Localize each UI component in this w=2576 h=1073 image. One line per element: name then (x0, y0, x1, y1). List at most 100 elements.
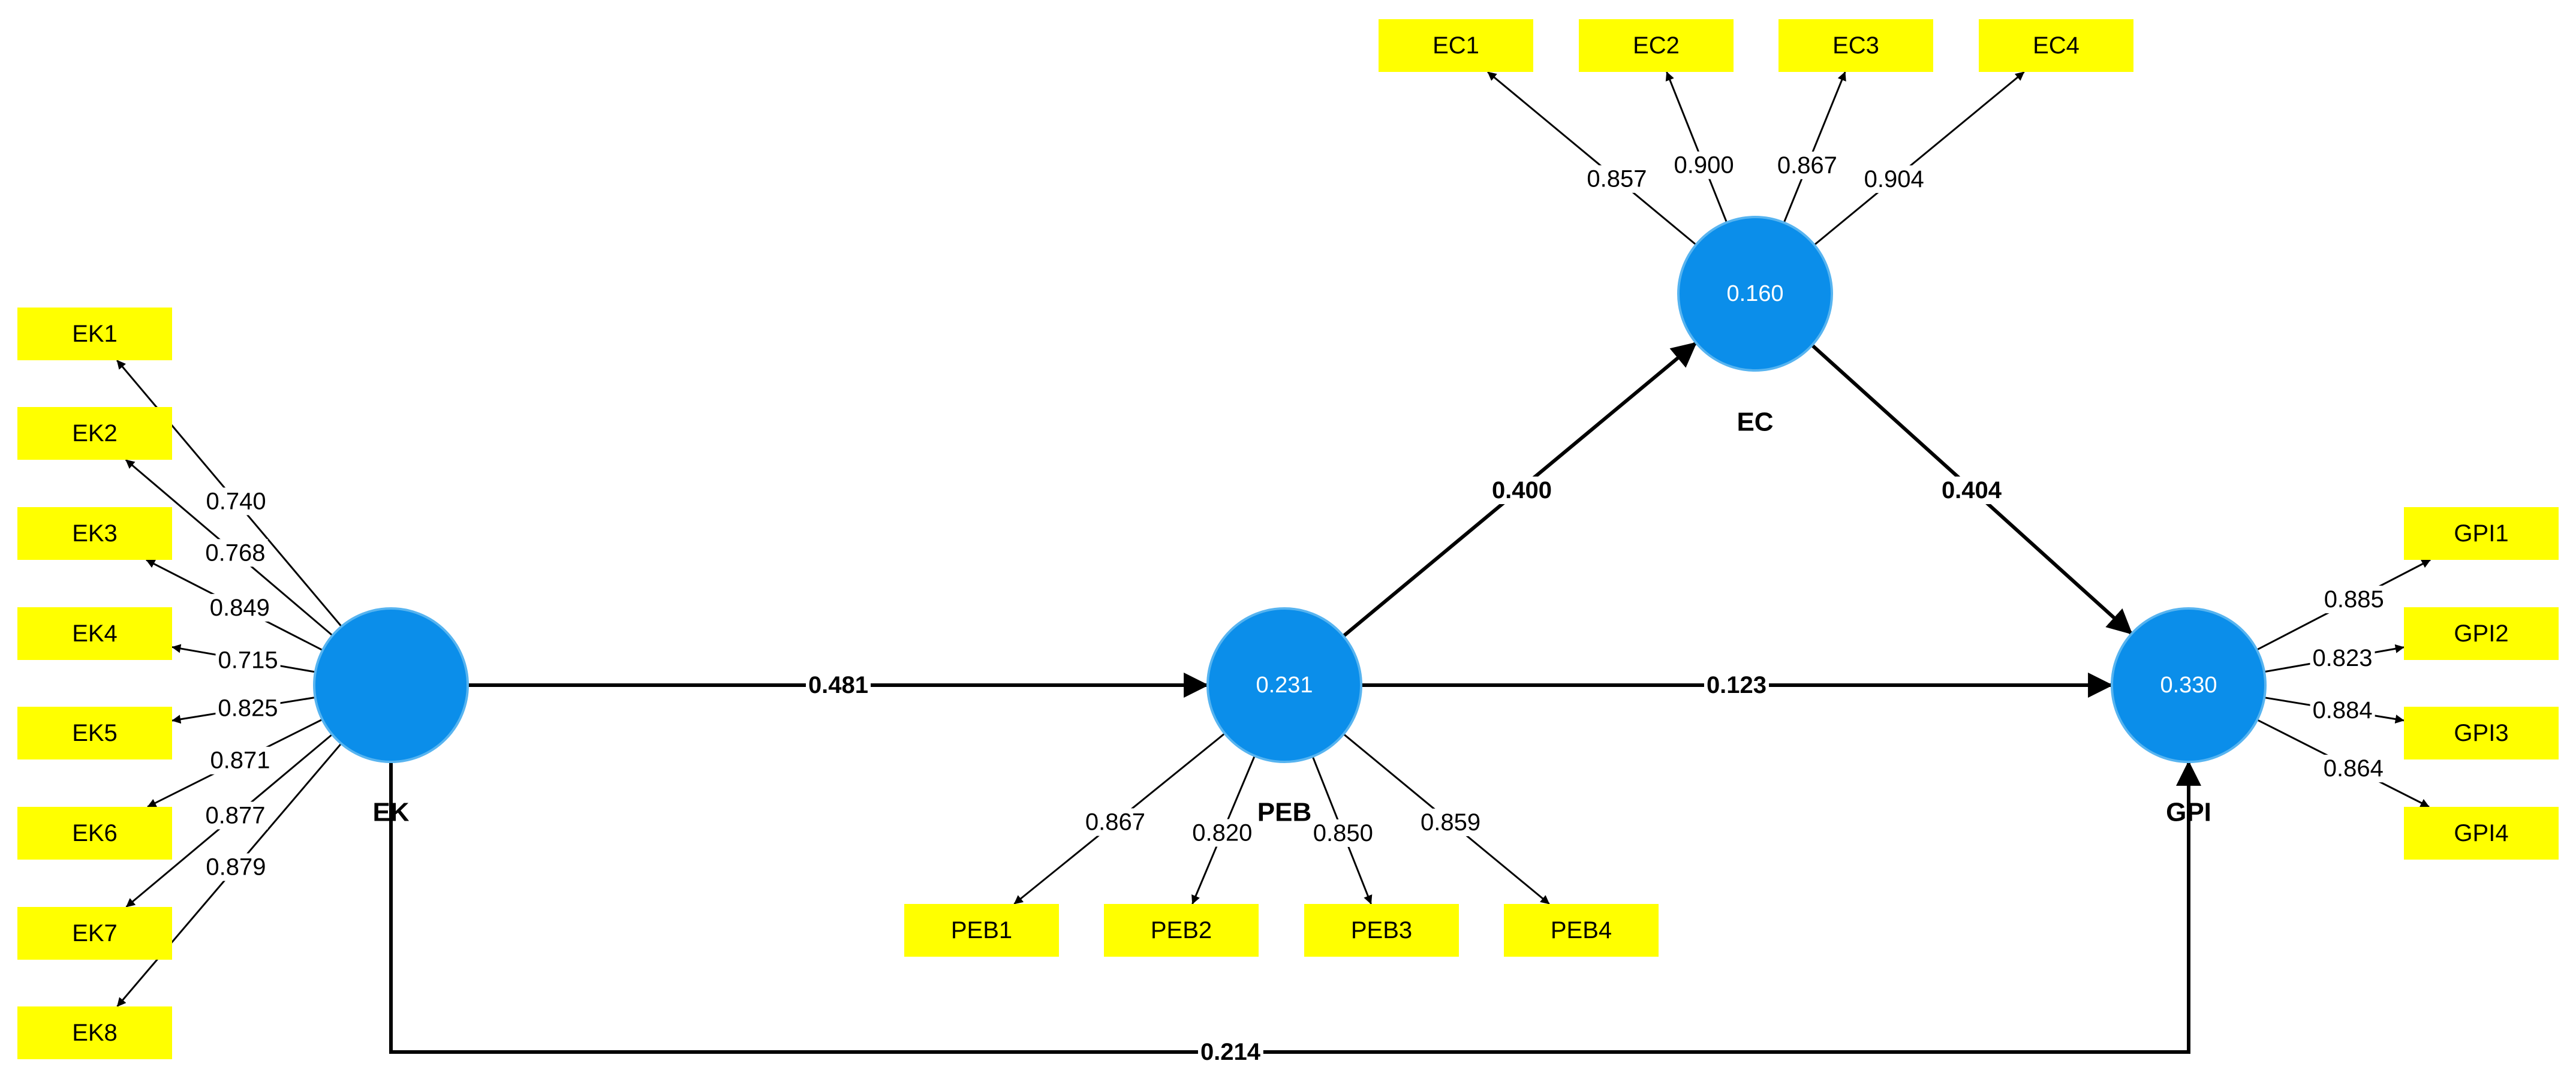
loading-label-ek3: 0.849 (210, 595, 270, 621)
loading-label-ec2-background (1671, 151, 1737, 179)
loading-label-peb3-background (1310, 819, 1376, 847)
loading-label-ek5: 0.825 (218, 695, 278, 722)
indicator-gpi4[interactable]: GPI4 (2404, 807, 2559, 860)
indicator-box (17, 507, 172, 560)
loading-label-gpi2-background (2310, 644, 2375, 672)
loading-label-ek1-group: 0.740 (203, 487, 269, 516)
indicator-ec1[interactable]: EC1 (1379, 19, 1533, 72)
loading-label-gpi1: 0.885 (2324, 586, 2384, 613)
indicator-label: GPI2 (2454, 620, 2508, 647)
latent-circle (313, 607, 469, 763)
indicator-gpi1[interactable]: GPI1 (2404, 507, 2559, 560)
loading-label-ek4-group: 0.715 (215, 646, 281, 674)
loading-label-peb3-group: 0.850 (1310, 819, 1376, 847)
indicator-peb2[interactable]: PEB2 (1104, 904, 1259, 957)
loading-label-ec4-background (1861, 165, 1927, 193)
loading-label-ec1-group: 0.857 (1584, 165, 1650, 193)
indicator-peb3[interactable]: PEB3 (1304, 904, 1459, 957)
loading-label-ek2-group: 0.768 (203, 539, 268, 567)
indicator-ek1[interactable]: EK1 (17, 308, 172, 360)
indicator-ek6[interactable]: EK6 (17, 807, 172, 860)
indicator-ek7[interactable]: EK7 (17, 907, 172, 960)
latent-name: EC (1737, 408, 1773, 437)
indicator-box (17, 308, 172, 360)
loading-label-ec4: 0.904 (1864, 166, 1924, 192)
loading-label-ek5-group: 0.825 (215, 694, 281, 722)
loading-label-peb4-background (1418, 808, 1483, 836)
loading-arrow-ec4 (1813, 71, 2025, 246)
loading-label-ec4-group: 0.904 (1861, 165, 1927, 193)
latent-ek[interactable]: EK (313, 607, 469, 827)
loading-label-ek2-background (203, 539, 268, 567)
indicator-label: GPI3 (2454, 720, 2508, 746)
loading-label-gpi3-group: 0.884 (2310, 697, 2375, 725)
loading-label-peb4: 0.859 (1421, 809, 1480, 836)
indicator-box (17, 707, 172, 759)
loading-label-ek6-group: 0.871 (207, 746, 273, 774)
path-ek-peb-coefficient-group: 0.481 (805, 671, 871, 699)
indicator-gpi3[interactable]: GPI3 (2404, 707, 2559, 759)
loading-label-ek3-group: 0.849 (207, 593, 272, 622)
latent-name: EK (372, 798, 409, 827)
path-ec-gpi-coefficient-group: 0.404 (1939, 477, 2005, 504)
indicator-ec4[interactable]: EC4 (1979, 19, 2133, 72)
indicator-label: EK4 (72, 620, 118, 647)
indicator-label: EK1 (72, 321, 118, 347)
indicator-peb4[interactable]: PEB4 (1504, 904, 1659, 957)
loading-label-ek7-background (203, 801, 268, 830)
indicator-label: GPI1 (2454, 520, 2508, 547)
indicator-ek2[interactable]: EK2 (17, 407, 172, 460)
indicator-label: GPI4 (2454, 820, 2508, 846)
indicator-ek5[interactable]: EK5 (17, 707, 172, 759)
loading-label-ec2-group: 0.900 (1671, 151, 1737, 179)
indicator-label: EK3 (72, 520, 118, 547)
latent-r-squared: 0.231 (1256, 673, 1313, 698)
indicator-ec3[interactable]: EC3 (1778, 19, 1933, 72)
loading-label-ec1: 0.857 (1587, 166, 1647, 192)
indicator-label: PEB1 (951, 917, 1012, 944)
indicator-box (17, 907, 172, 960)
latent-circle (1206, 607, 1362, 763)
indicator-gpi2[interactable]: GPI2 (2404, 607, 2559, 660)
loading-label-ek8-group: 0.879 (203, 853, 269, 881)
indicator-label: PEB4 (1551, 917, 1612, 944)
loading-label-gpi3-background (2310, 697, 2375, 725)
loading-label-ek2: 0.768 (205, 539, 265, 566)
loading-label-ek1: 0.740 (206, 488, 266, 514)
indicator-peb1[interactable]: PEB1 (904, 904, 1059, 957)
path-ek-gpi-coefficient-group: 0.214 (1197, 1038, 1263, 1066)
loading-label-peb2-group: 0.820 (1190, 819, 1255, 847)
path-ec-gpi-coefficient-background (1939, 477, 2005, 504)
path-ek-gpi-coefficient: 0.214 (1200, 1039, 1261, 1065)
latent-name: GPI (2166, 798, 2211, 827)
indicator-box (2404, 607, 2559, 660)
loading-label-ek3-background (207, 593, 272, 622)
loading-label-peb4-group: 0.859 (1418, 808, 1483, 836)
path-peb-gpi-coefficient: 0.123 (1707, 672, 1767, 698)
loading-label-gpi4: 0.864 (2324, 755, 2384, 782)
loading-label-ek8-background (203, 853, 269, 881)
indicator-ek8[interactable]: EK8 (17, 1006, 172, 1059)
loading-label-ek6: 0.871 (210, 748, 270, 774)
loading-arrow-ec1 (1487, 71, 1697, 246)
indicator-ek3[interactable]: EK3 (17, 507, 172, 560)
indicator-ek4[interactable]: EK4 (17, 607, 172, 660)
loading-label-gpi1-background (2321, 586, 2387, 614)
loading-label-ec1-background (1584, 165, 1650, 193)
loading-label-peb1: 0.867 (1085, 809, 1145, 835)
loading-label-ek1-background (203, 487, 269, 516)
loading-label-gpi1-group: 0.885 (2321, 586, 2387, 614)
indicator-label: EK6 (72, 820, 118, 846)
indicator-box (1379, 19, 1533, 72)
indicator-box (1979, 19, 2133, 72)
loading-label-ec3: 0.867 (1777, 152, 1837, 179)
indicator-label: EK2 (72, 420, 118, 447)
latent-name: PEB (1257, 798, 1311, 827)
indicator-box (17, 1006, 172, 1059)
indicator-ec2[interactable]: EC2 (1579, 19, 1734, 72)
loading-label-gpi4-background (2321, 755, 2386, 783)
